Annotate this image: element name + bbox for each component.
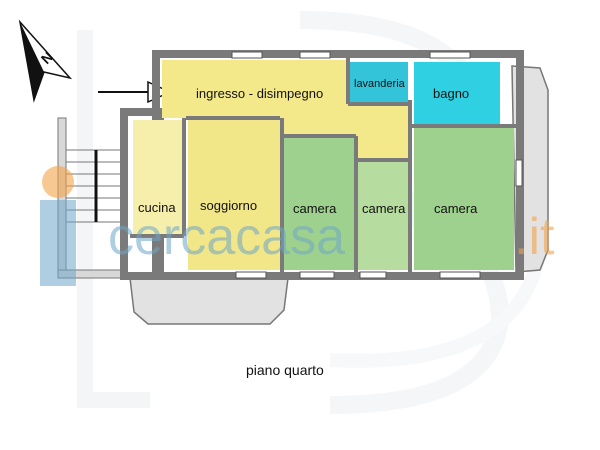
label-cucina: cucina — [138, 200, 176, 215]
watermark-brand: cercacasa — [108, 208, 345, 266]
interior-walls — [130, 58, 518, 272]
label-lavanderia: lavanderia — [354, 78, 406, 90]
room-ingresso — [162, 60, 348, 114]
room-soggiorno — [188, 120, 280, 270]
room-lavanderia — [350, 62, 408, 102]
room-cucina — [133, 120, 183, 234]
room-camera-2 — [358, 162, 410, 270]
watermark-logo: cercacasa .it — [40, 166, 555, 286]
label-bagno: bagno — [433, 86, 469, 101]
floor-label: piano quarto — [246, 362, 324, 378]
watermark-person-head-icon — [42, 166, 74, 198]
windows — [231, 51, 523, 279]
label-ingresso: ingresso - disimpegno — [196, 86, 323, 101]
label-camera-1: camera — [293, 201, 337, 216]
label-soggiorno: soggiorno — [200, 198, 257, 213]
label-camera-2: camera — [362, 201, 406, 216]
watermark-person-body-icon — [40, 200, 76, 286]
watermark-domain: .it — [514, 208, 555, 266]
room-bagno — [414, 62, 500, 124]
north-arrow-icon: N — [18, 19, 73, 103]
label-camera-3: camera — [434, 201, 478, 216]
room-camera-3 — [414, 128, 514, 270]
room-camera-1 — [284, 138, 356, 270]
balcony-south — [129, 277, 289, 325]
